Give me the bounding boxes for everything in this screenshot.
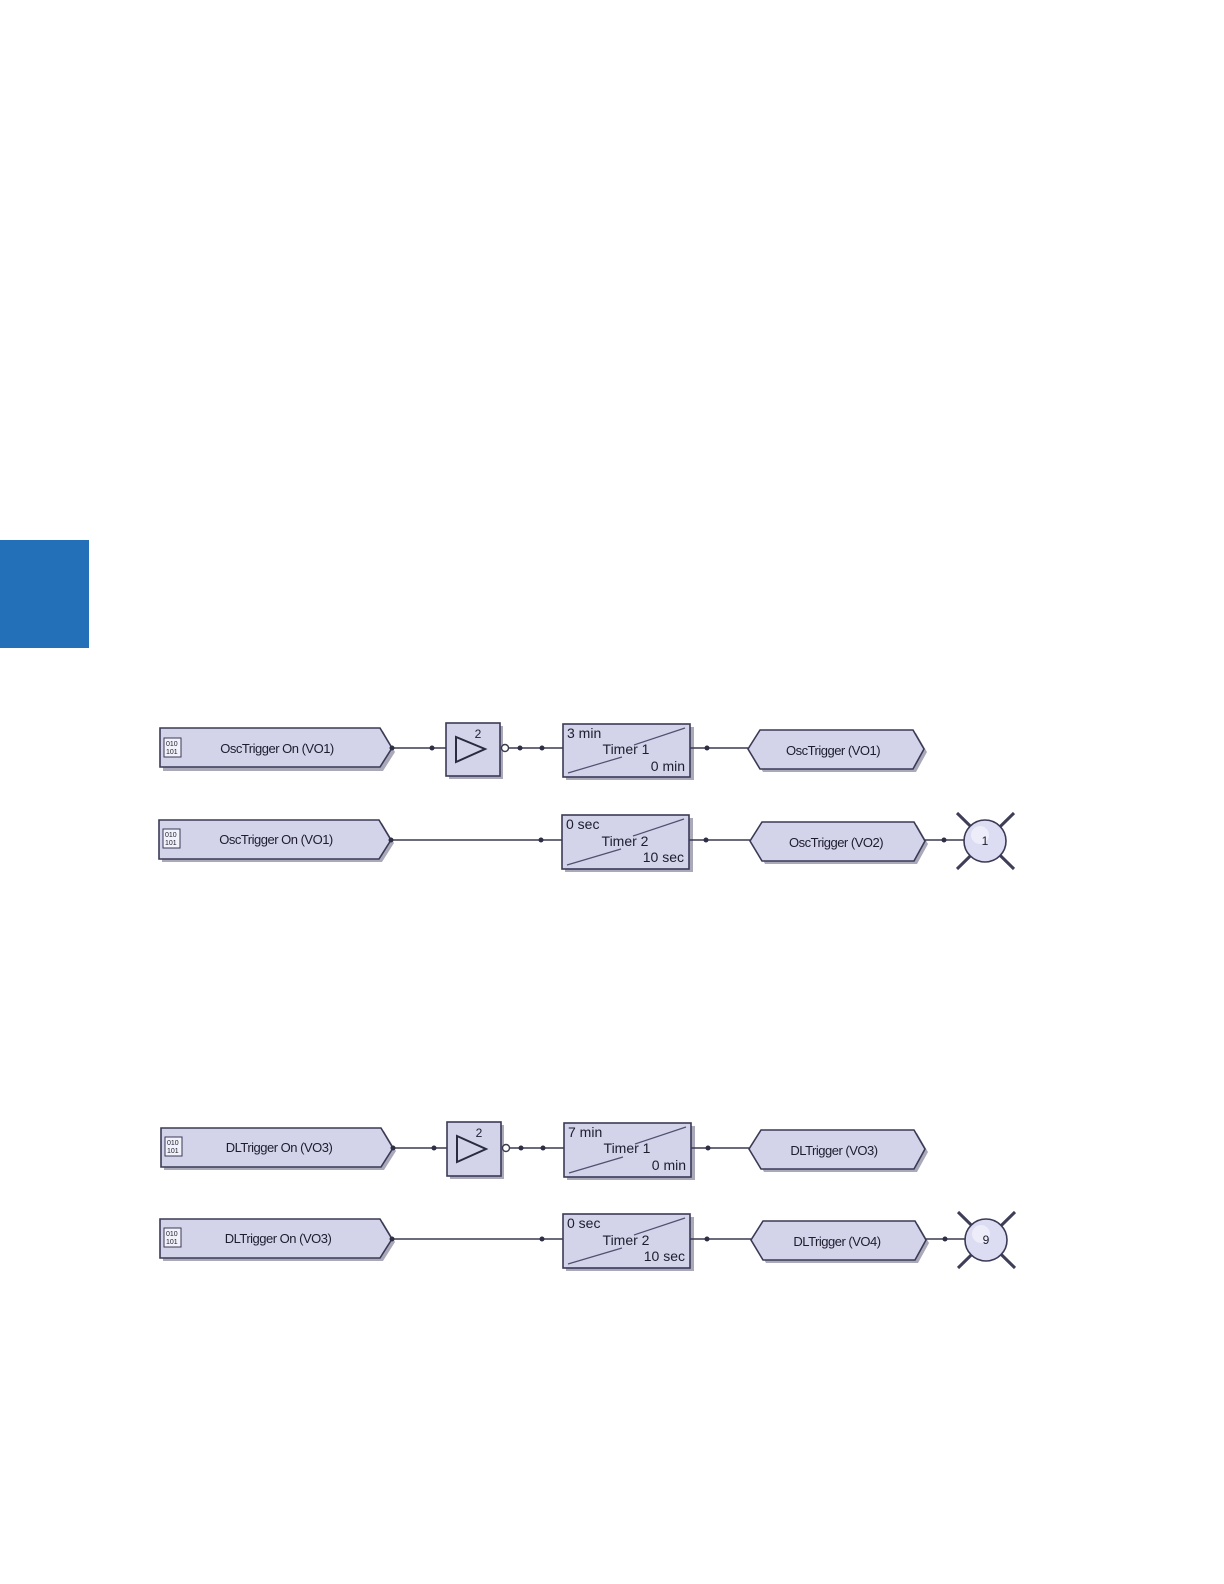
binary-input-icon: 010 101: [163, 829, 180, 848]
timer-dropout: 10 sec: [643, 849, 684, 865]
output-operand[interactable]: OscTrigger (VO1): [748, 730, 927, 772]
not-gate-input-count: 2: [476, 1126, 483, 1140]
input-operand[interactable]: 010 101 OscTrigger On (VO1): [159, 820, 394, 862]
timer-pickup: 0 sec: [567, 1215, 600, 1231]
timer-dropout: 10 sec: [644, 1248, 685, 1264]
svg-text:010: 010: [166, 1231, 178, 1238]
lamp-number: 9: [983, 1233, 990, 1247]
timer-name: Timer 2: [603, 1232, 650, 1248]
lamp-number: 1: [982, 834, 989, 848]
input-operand[interactable]: 010 101 DLTrigger On (VO3): [161, 1128, 396, 1170]
binary-input-icon: 010 101: [164, 738, 181, 757]
svg-text:101: 101: [165, 840, 177, 847]
svg-text:010: 010: [167, 1140, 179, 1147]
timer-name: Timer 1: [604, 1140, 651, 1156]
svg-text:010: 010: [165, 832, 177, 839]
timer-pickup: 3 min: [567, 725, 601, 741]
svg-text:010: 010: [166, 741, 178, 748]
timer-pickup: 0 sec: [566, 816, 599, 832]
output-operand[interactable]: DLTrigger (VO4): [751, 1221, 929, 1263]
binary-input-icon: 010 101: [164, 1228, 181, 1247]
rung-4: 010 101 DLTrigger On (VO3) 0 sec Timer 2…: [160, 1212, 1015, 1271]
timer-name: Timer 2: [602, 833, 649, 849]
timer-block[interactable]: 3 min Timer 1 0 min: [563, 724, 694, 780]
timer-pickup: 7 min: [568, 1124, 602, 1140]
svg-text:101: 101: [167, 1148, 179, 1155]
input-operand-label: DLTrigger On (VO3): [226, 1140, 333, 1155]
rung-3: 010 101 DLTrigger On (VO3) 2 7 min Timer…: [161, 1122, 928, 1180]
rung-1: 010 101 OscTrigger On (VO1) 2 3 min Time…: [160, 723, 927, 780]
not-gate[interactable]: 2: [446, 723, 509, 779]
led-lamp-icon[interactable]: 9: [958, 1212, 1015, 1268]
input-operand[interactable]: 010 101 OscTrigger On (VO1): [160, 728, 395, 771]
input-operand-label: OscTrigger On (VO1): [220, 741, 334, 756]
timer-block[interactable]: 0 sec Timer 2 10 sec: [563, 1214, 694, 1271]
output-operand[interactable]: OscTrigger (VO2): [750, 822, 928, 864]
led-lamp-icon[interactable]: 1: [957, 813, 1014, 869]
svg-text:101: 101: [166, 1239, 178, 1246]
not-gate[interactable]: 2: [447, 1122, 510, 1179]
svg-text:101: 101: [166, 749, 178, 756]
input-operand-label: DLTrigger On (VO3): [225, 1231, 332, 1246]
output-operand-label: OscTrigger (VO2): [789, 835, 883, 850]
input-operand-label: OscTrigger On (VO1): [219, 832, 333, 847]
output-operand-label: OscTrigger (VO1): [786, 743, 880, 758]
timer-block[interactable]: 0 sec Timer 2 10 sec: [562, 815, 693, 872]
not-gate-input-count: 2: [475, 727, 482, 741]
output-operand[interactable]: DLTrigger (VO3): [749, 1130, 928, 1172]
input-operand[interactable]: 010 101 DLTrigger On (VO3): [160, 1219, 395, 1261]
timer-dropout: 0 min: [651, 758, 685, 774]
timer-block[interactable]: 7 min Timer 1 0 min: [564, 1123, 695, 1180]
output-operand-label: DLTrigger (VO3): [790, 1143, 877, 1158]
timer-name: Timer 1: [603, 741, 650, 757]
timer-dropout: 0 min: [652, 1157, 686, 1173]
rung-2: 010 101 OscTrigger On (VO1) 0 sec Timer …: [159, 813, 1014, 872]
binary-input-icon: 010 101: [165, 1137, 182, 1156]
output-operand-label: DLTrigger (VO4): [793, 1234, 880, 1249]
